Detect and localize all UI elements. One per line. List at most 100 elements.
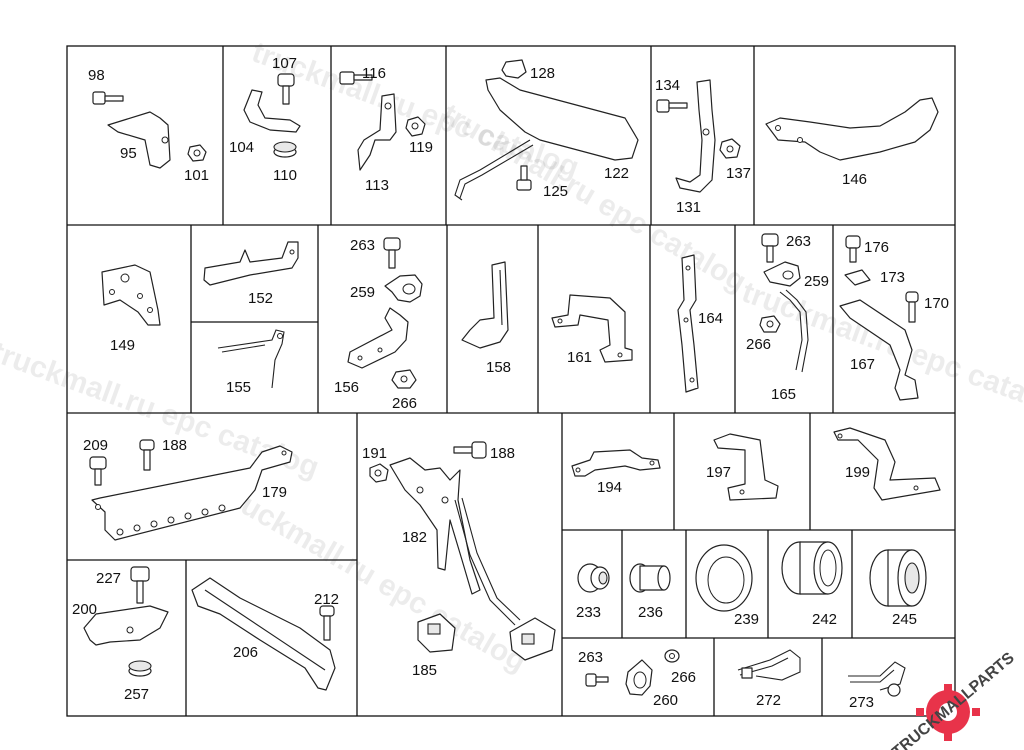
logo-text: TRUCKMALLPARTS [889,649,1018,750]
flat-bracket-icon [203,241,299,286]
clamp-icon [384,274,423,303]
part-label: 245 [892,611,917,628]
part-label: 131 [676,199,701,216]
cover-plate-icon [454,77,639,201]
washer-icon [128,660,152,677]
grommet-icon [577,563,610,593]
bracket-icon [357,93,397,171]
u-bracket-icon [713,433,779,501]
clamp-icon [763,261,801,287]
part-label: 194 [597,479,622,496]
bolt-icon [845,235,861,263]
sleeve-icon [781,541,843,595]
part-label: 263 [350,237,375,254]
part-label: 263 [578,649,603,666]
cell-191-188-182-185: 191 188 182 185 [362,441,556,679]
part-label: 116 [362,65,386,82]
strap-bracket-icon [675,79,716,193]
cell-194: 194 [571,449,661,496]
rod-icon [454,497,521,626]
part-label: 263 [786,233,811,250]
part-label: 156 [334,379,359,396]
part-label: 182 [402,529,427,546]
part-label: 155 [226,379,251,396]
bolt-icon [92,91,124,105]
part-label: 185 [412,662,437,679]
bolt-icon [277,73,295,105]
part-label: 257 [124,686,149,703]
part-label: 209 [83,437,108,454]
mounting-plate-icon [389,457,481,595]
part-label: 197 [706,464,731,481]
cell-98-95-101: 98 95 101 [88,67,209,184]
part-label: 266 [671,669,696,686]
plug-icon [629,563,671,593]
cell-263-259-266-165: 263 259 266 165 [746,233,829,403]
part-label: 199 [845,464,870,481]
angle-bracket-icon [461,261,509,349]
bracket-icon [571,449,661,477]
bolt-icon [516,165,532,191]
part-label: 134 [655,77,680,94]
watermark-text: truckmall.ru epc catalog [217,477,532,678]
washer-icon [273,141,297,158]
part-label: 273 [849,694,874,711]
bracket-icon [107,111,171,169]
cell-239: 239 [695,544,759,628]
part-label: 95 [120,145,137,162]
bolt-icon [453,441,487,459]
part-label: 146 [842,171,867,188]
long-plate-icon [91,445,293,541]
cell-149: 149 [101,264,161,354]
bolt-icon [761,233,779,263]
nut-icon [391,369,417,389]
bracket-icon [347,307,409,369]
bracket-block-icon [509,617,556,661]
cell-116-113-119: 116 113 119 [339,65,433,194]
part-label: 227 [96,570,121,587]
cell-263-266-260: 263 266 260 [578,649,696,709]
bracket-block-icon [417,613,456,653]
strap-icon [779,289,809,373]
block-icon [844,269,871,286]
ring-seal-icon [695,544,753,612]
part-label: 239 [734,611,759,628]
bolt-icon [319,605,335,641]
nut-icon [719,138,741,159]
part-label: 104 [229,139,254,156]
part-label: 242 [812,611,837,628]
plate-bracket-icon [101,264,161,326]
cable-clip-icon [848,661,906,697]
cell-227-200-257: 227 200 257 [72,566,169,703]
hole-row-icon [116,504,226,536]
long-bracket-icon [765,97,939,161]
cell-164: 164 [677,254,723,393]
part-label: 113 [365,177,389,194]
cell-152: 152 [203,241,299,307]
part-label: 119 [409,139,433,156]
cell-273: 273 [848,661,906,711]
part-label: 149 [110,337,135,354]
part-label: 164 [698,310,723,327]
part-label: 188 [490,445,515,462]
part-label: 101 [184,167,209,184]
long-bracket-icon [839,299,919,401]
part-label: 259 [804,273,829,290]
bolt-icon [656,99,688,113]
washer-icon [664,649,680,663]
bolt-icon [585,673,609,687]
cell-199: 199 [833,427,941,501]
part-label: 266 [392,395,417,412]
cell-209-188-179: 209 188 179 [83,437,293,541]
brand-logo: TRUCKMALLPARTS [889,649,1018,750]
part-label: 212 [314,591,339,608]
clip-icon [217,329,285,389]
cell-272: 272 [737,649,801,709]
part-label: 125 [543,183,568,200]
bolt-icon [139,439,155,471]
part-label: 188 [162,437,187,454]
part-label: 170 [924,295,949,312]
part-label: 206 [233,644,258,661]
nut-icon [759,315,781,333]
clamp-icon [625,659,653,696]
